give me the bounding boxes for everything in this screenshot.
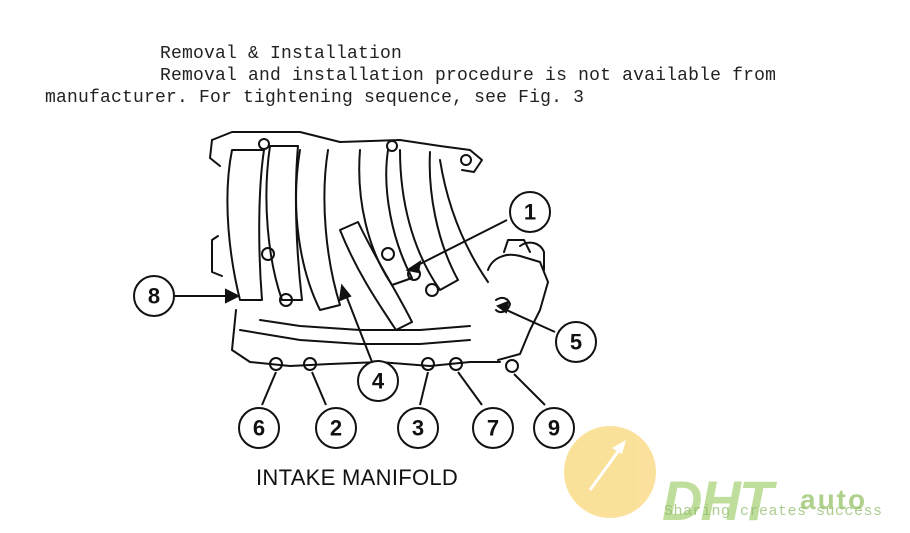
section-heading: Removal & Installation — [160, 44, 403, 64]
callout-8 — [133, 275, 175, 317]
callout-7 — [472, 407, 514, 449]
callout-3 — [397, 407, 439, 449]
callout-label-1: 1 — [524, 200, 536, 225]
watermark-suffix: auto — [800, 484, 868, 515]
procedure-text-line-2: manufacturer. For tightening sequence, s… — [45, 88, 585, 108]
callout-5 — [555, 321, 597, 363]
callout-label-5: 5 — [570, 330, 582, 355]
callout-label-2: 2 — [330, 416, 342, 441]
figure-caption: INTAKE MANIFOLD — [256, 465, 459, 490]
callout-6 — [238, 407, 280, 449]
callout-9 — [533, 407, 575, 449]
callout-label-9: 9 — [548, 416, 560, 441]
leader-lines — [175, 219, 556, 406]
manifold-drawing — [209, 131, 549, 373]
callout-label-6: 6 — [253, 416, 265, 441]
callout-2 — [315, 407, 357, 449]
watermark-brand: DHT — [662, 469, 773, 532]
callout-label-3: 3 — [412, 416, 424, 441]
callout-label-4: 4 — [372, 369, 385, 394]
callout-4 — [357, 360, 399, 402]
callout-label-7: 7 — [487, 416, 499, 441]
callout-1 — [509, 191, 551, 233]
callout-labels: 1 2 3 4 5 6 7 8 9 — [148, 200, 582, 441]
watermark-slogan: Sharing creates success — [664, 503, 883, 520]
callout-circles — [133, 191, 597, 449]
callout-label-8: 8 — [148, 284, 160, 309]
procedure-text-line-1: Removal and installation procedure is no… — [160, 66, 777, 86]
watermark-logo-icon — [564, 426, 656, 518]
